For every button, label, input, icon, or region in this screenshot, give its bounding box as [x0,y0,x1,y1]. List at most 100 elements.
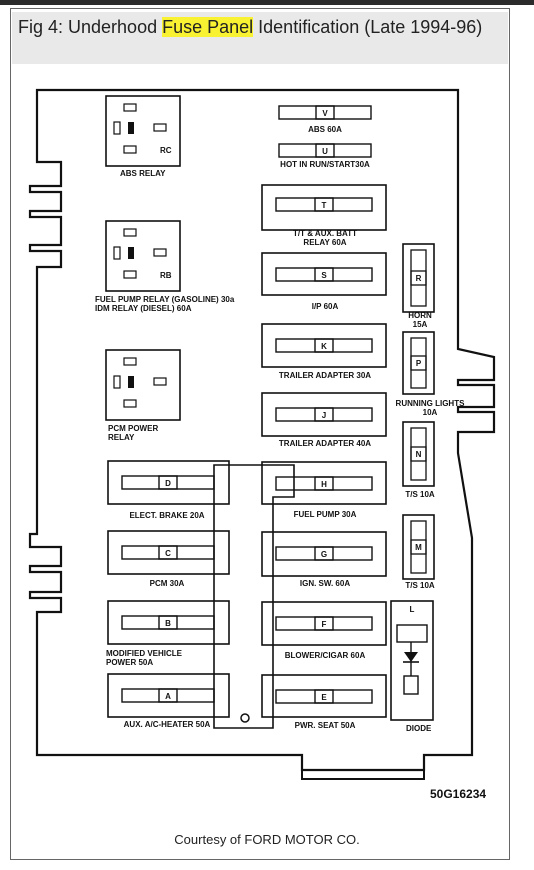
fuse-label: T/T & AUX. BATT [293,229,357,238]
fuse-blade-center [314,476,334,491]
relay-code: RC [160,146,172,155]
fuse-label: 10A [423,408,438,417]
fuse-label: 15A [413,320,428,329]
fuse-label: T/S 10A [405,490,435,499]
fuse-blade-center [314,616,334,631]
fuse-letter: H [321,480,327,489]
fuse-letter: A [165,692,171,701]
fuse-letter: M [415,543,422,552]
relay-socket [105,220,181,292]
fuse-letter: S [321,271,327,280]
fuse-label: MODIFIED VEHICLE [106,649,183,658]
fuse-housing [261,674,387,718]
relay-pin [123,270,137,279]
part-number: 50G16234 [430,787,486,801]
fuse-housing [107,530,230,575]
fuse-blade-center [158,475,178,490]
relay-code: RB [160,271,172,280]
fuse-blade-center [158,688,178,703]
fuse-label: HOT IN RUN/START30A [280,160,370,169]
fuse-label: TRAILER ADAPTER 30A [279,371,371,380]
caption-highlight: Fuse Panel [162,17,254,37]
fuse-letter: F [322,620,327,629]
fuse-blade-center [314,197,334,212]
fuse-n: N T/S 10A [402,421,435,499]
fuse-letter: R [416,274,422,283]
fuse-label: BLOWER/CIGAR 60A [285,651,366,660]
fuse-label: I/P 60A [312,302,339,311]
fuse-letter: K [321,342,327,351]
relay-pin [113,246,121,260]
fuse-housing [261,323,387,368]
panel-base-bar [301,769,425,780]
relay-pin [128,122,134,134]
fuse-housing [261,184,387,231]
fuse-label: PWR. SEAT 50A [295,721,356,730]
fuse-j: J TRAILER ADAPTER 40A [261,392,387,448]
fuse-blade-center [315,143,335,158]
relay-label: FUEL PUMP RELAY (GASOLINE) 30a [95,295,235,304]
fuse-s: S I/P 60A [261,252,387,311]
relay-pin [113,121,121,135]
fuse-label: IGN. SW. 60A [300,579,350,588]
fuse-letter: E [321,693,327,702]
fuse-f: F BLOWER/CIGAR 60A [261,601,387,660]
fuse-label: TRAILER ADAPTER 40A [279,439,371,448]
figure-frame [10,8,510,860]
relay-pin [128,247,134,259]
fuse-e: E PWR. SEAT 50A [261,674,387,730]
fuse-blade-center [314,689,334,704]
fuse-housing [261,601,387,646]
relay-label: IDM RELAY (DIESEL) 60A [95,304,192,313]
fuse-letter: U [322,147,328,156]
diode-label: DIODE [406,724,432,733]
fuse-blade-center [410,446,427,462]
relay-pin [123,103,137,112]
relay-pin [153,377,167,386]
fuse-housing [107,600,230,645]
fuse-housing [402,331,435,395]
relay-pin [123,399,137,408]
relay-socket [105,349,181,421]
fuse-blade-center [314,407,334,422]
relay-label: RELAY [108,433,135,442]
fuse-label: T/S 10A [405,581,435,590]
fuse-label: RUNNING LIGHTS [396,399,466,408]
mounting-hole [240,713,250,723]
fuse-housing [261,392,387,437]
fuse-label: ABS 60A [308,125,342,134]
panel-outline [28,88,496,772]
fuse-housing [402,243,435,313]
relay-label: PCM POWER [108,424,158,433]
relay-pin [123,228,137,237]
fuse-k: K TRAILER ADAPTER 30A [261,323,387,380]
fuse-label: ELECT. BRAKE 20A [129,511,204,520]
top-bar [0,0,534,5]
fuse-housing [261,252,387,296]
fuse-label: RELAY 60A [303,238,346,247]
fuse-letter: G [321,550,327,559]
fuse-label: FUEL PUMP 30A [294,510,357,519]
fuse-letter: N [416,450,422,459]
fuse-blade-center [410,355,427,371]
fuse-housing [107,460,230,505]
fuse-letter: D [165,479,171,488]
fuse-housing [261,461,387,505]
diode-module: L DIODE [390,600,434,733]
fuse-letter: B [165,619,171,628]
fuse-housing [261,531,387,577]
fuse-letter: J [322,411,326,420]
fuse-m: M T/S 10A [402,514,435,590]
relay-pin [123,145,137,154]
fuse-blade-center [314,267,334,282]
fuse-label: PCM 30A [150,579,185,588]
